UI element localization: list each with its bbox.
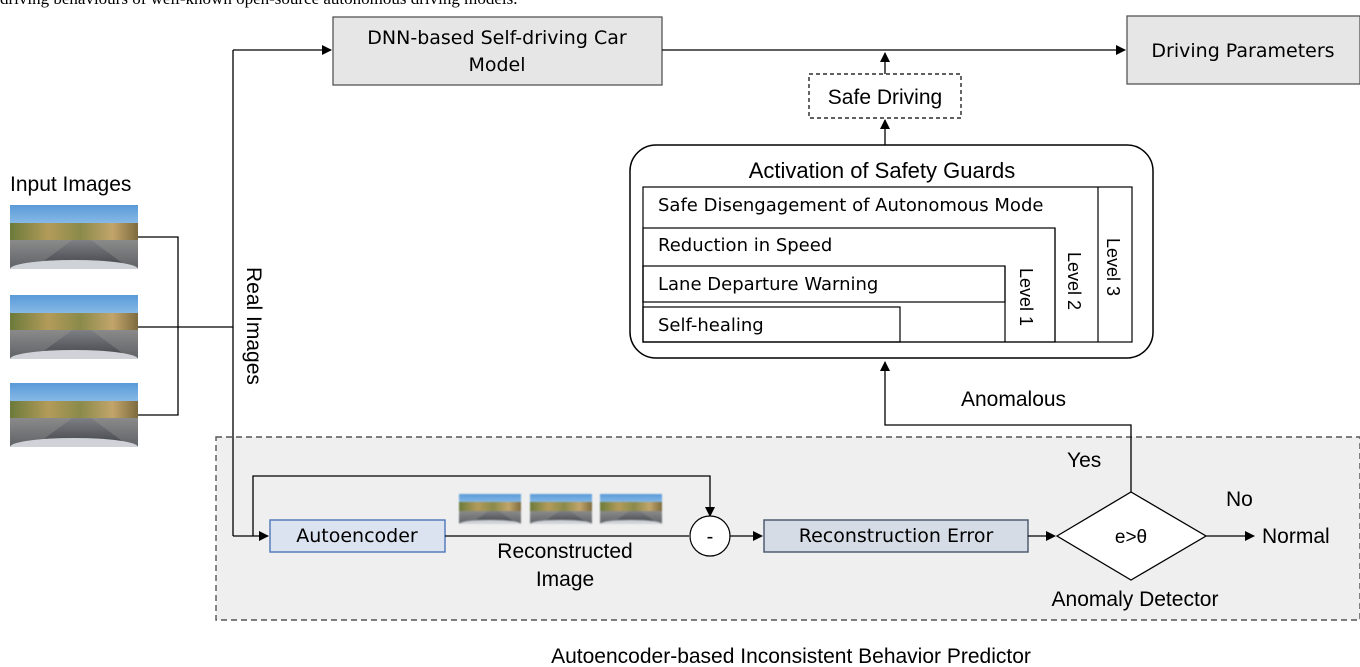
reconstructed-line1: Reconstructed [497,540,632,563]
real-images-label: Real Images [242,267,265,385]
self-healing-box [642,306,901,343]
dnn-model-box [332,16,663,86]
reconstructed-image-3 [600,494,662,524]
anomalous-label: Anomalous [961,388,1066,411]
dnn-model-line2: Model [468,54,525,76]
safe-driving-label: Safe Driving [828,86,942,109]
subtract-symbol: - [707,526,714,548]
reconstruction-error-label: Reconstruction Error [799,525,994,547]
guard-lane-departure: Lane Departure Warning [658,274,878,295]
autoencoder-label: Autoencoder [296,525,418,547]
no-label: No [1226,488,1253,511]
input-image-1 [10,205,138,269]
guard-reduction-speed: Reduction in Speed [658,235,832,256]
reconstructed-image-1 [459,494,521,524]
dnn-model-line1: DNN-based Self-driving Car [367,27,627,49]
feedback-path [252,475,715,536]
input-connectors [138,50,234,536]
level1-label: Level 1 [1016,268,1036,326]
input-image-3 [10,383,138,447]
safe-driving-box [808,73,962,119]
predictor-caption: Autoencoder-based Inconsistent Behavior … [551,645,1031,667]
guard-self-healing: Self-healing [658,315,764,336]
anomaly-detector-label: Anomaly Detector [1052,588,1219,611]
condition-label: e>θ [1115,527,1147,548]
reconstructed-line2: Image [536,568,594,591]
autoencoder-box [269,519,446,553]
level3-label: Level 3 [1103,238,1123,296]
level2-label: Level 2 [1064,252,1084,310]
safety-guards-title: Activation of Safety Guards [749,158,1016,183]
guard-safe-disengagement: Safe Disengagement of Autonomous Mode [658,195,1043,216]
top-text: driving behaviours of well-known open-so… [0,0,517,8]
driving-parameters-label: Driving Parameters [1151,40,1334,62]
anomalous-path [880,361,1132,492]
driving-parameters-box [1126,15,1360,85]
safety-guards-container [629,144,1154,359]
input-images-label: Input Images [10,173,131,196]
input-image-2 [10,295,138,359]
normal-label: Normal [1262,525,1330,548]
reconstruction-error-box [763,519,1029,553]
yes-label: Yes [1067,449,1101,472]
reconstructed-image-2 [530,494,592,524]
